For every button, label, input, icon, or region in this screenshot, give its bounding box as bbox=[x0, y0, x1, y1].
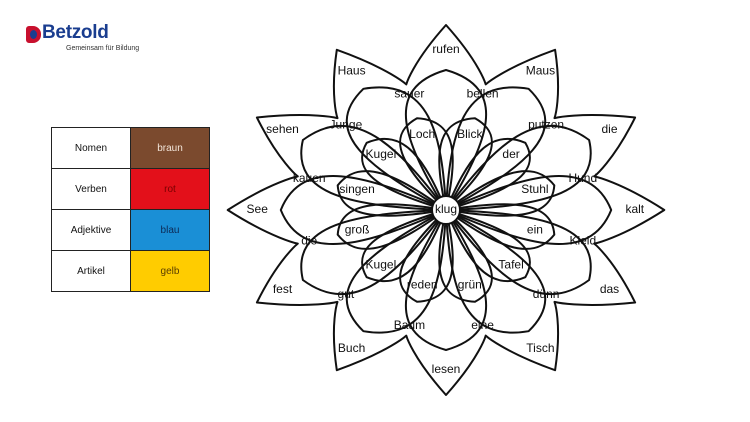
inner-ring-word: groß bbox=[345, 222, 370, 236]
flower-petal-small bbox=[445, 209, 531, 283]
flower-petal-large bbox=[345, 86, 447, 211]
middle-ring-word: Baum bbox=[394, 318, 425, 332]
legend-color-swatch: gelb bbox=[130, 250, 210, 292]
flower-petal-small bbox=[399, 117, 454, 211]
flower-petal-small bbox=[445, 170, 556, 217]
betzold-logo-mark bbox=[26, 26, 41, 43]
outer-ring-word: Maus bbox=[526, 64, 555, 78]
flower-petal-large bbox=[300, 209, 447, 296]
middle-ring-word: dünn bbox=[533, 287, 560, 301]
inner-ring-word: Tafel bbox=[498, 257, 523, 271]
inner-ring-word: der bbox=[502, 147, 519, 161]
outer-ring-word: sehen bbox=[266, 122, 299, 136]
outer-ring-word: Haus bbox=[338, 64, 366, 78]
outer-ring-word: das bbox=[600, 282, 619, 296]
legend-row: Adjektive blau bbox=[51, 209, 210, 251]
inner-ring-word: singen bbox=[339, 182, 374, 196]
flower-petal-large bbox=[279, 175, 447, 245]
middle-ring-word: Junge bbox=[330, 117, 363, 131]
flower-petal-small bbox=[438, 117, 493, 211]
legend-row: Artikel gelb bbox=[51, 250, 210, 292]
flower-center-word: klug bbox=[435, 202, 457, 216]
flower-petal-small bbox=[361, 209, 447, 283]
betzold-logo: Betzold Gemeinsam für Bildung bbox=[26, 22, 140, 58]
inner-ring-word: grün bbox=[458, 277, 482, 291]
middle-ring-word: die bbox=[301, 233, 317, 247]
color-legend-table: Nomen braun Verben rot Adjektive blau Ar… bbox=[51, 127, 210, 292]
inner-ring-word: Blick bbox=[457, 127, 483, 141]
outer-ring-word: fest bbox=[273, 282, 293, 296]
legend-color-swatch: rot bbox=[130, 168, 210, 210]
flower-outer-star bbox=[226, 24, 666, 396]
flower-petal-small bbox=[361, 137, 447, 211]
logo-name: Betzold bbox=[42, 22, 109, 43]
flower-petal-small bbox=[445, 203, 556, 250]
flower-petal-small bbox=[336, 203, 447, 250]
legend-row: Nomen braun bbox=[51, 127, 210, 169]
flower-petal-small bbox=[438, 209, 493, 303]
flower-petal-large bbox=[300, 124, 447, 211]
legend-word-class: Adjektive bbox=[51, 209, 131, 251]
middle-ring-word: Kleid bbox=[569, 233, 596, 247]
legend-color-swatch: braun bbox=[130, 127, 210, 169]
middle-ring-word: bellen bbox=[467, 86, 499, 100]
flower-petal-small bbox=[399, 209, 454, 303]
middle-ring-word: gut bbox=[338, 287, 355, 301]
flower-petal-large bbox=[404, 209, 488, 351]
legend-row: Verben rot bbox=[51, 168, 210, 210]
outer-ring-word: kalt bbox=[625, 202, 644, 216]
flower-petal-large bbox=[445, 86, 547, 211]
legend-word-class: Artikel bbox=[51, 250, 131, 292]
flower-petal-large bbox=[404, 69, 488, 211]
logo-tagline: Gemeinsam für Bildung bbox=[66, 45, 140, 52]
legend-word-class: Nomen bbox=[51, 127, 131, 169]
flower-center-circle bbox=[431, 195, 461, 225]
flower-petal-large bbox=[445, 209, 547, 334]
inner-ring-word: Stuhl bbox=[521, 182, 548, 196]
flower-petal-large bbox=[445, 175, 613, 245]
inner-ring-word: Kugel bbox=[366, 147, 397, 161]
middle-ring-word: putzen bbox=[528, 117, 564, 131]
inner-ring-word: reden bbox=[407, 277, 438, 291]
outer-ring-word: Buch bbox=[338, 341, 365, 355]
outer-ring-word: lesen bbox=[432, 362, 461, 376]
flower-petal-large bbox=[445, 209, 592, 296]
inner-ring-word: Kugel bbox=[366, 257, 397, 271]
flower-petal-small bbox=[336, 170, 447, 217]
outer-ring-word: die bbox=[601, 122, 617, 136]
middle-ring-word: Hund bbox=[568, 171, 597, 185]
middle-ring-word: eine bbox=[471, 318, 494, 332]
legend-color-swatch: blau bbox=[130, 209, 210, 251]
flower-petal-small bbox=[445, 137, 531, 211]
inner-ring-word: ein bbox=[527, 222, 543, 236]
outer-ring-word: Tisch bbox=[526, 341, 554, 355]
outer-ring-word: See bbox=[247, 202, 269, 216]
inner-ring-word: Loch bbox=[409, 127, 435, 141]
flower-petal-large bbox=[445, 124, 592, 211]
middle-ring-word: sauer bbox=[394, 86, 424, 100]
middle-ring-word: kauen bbox=[293, 171, 326, 185]
flower-petal-large bbox=[345, 209, 447, 334]
outer-ring-word: rufen bbox=[432, 42, 459, 56]
